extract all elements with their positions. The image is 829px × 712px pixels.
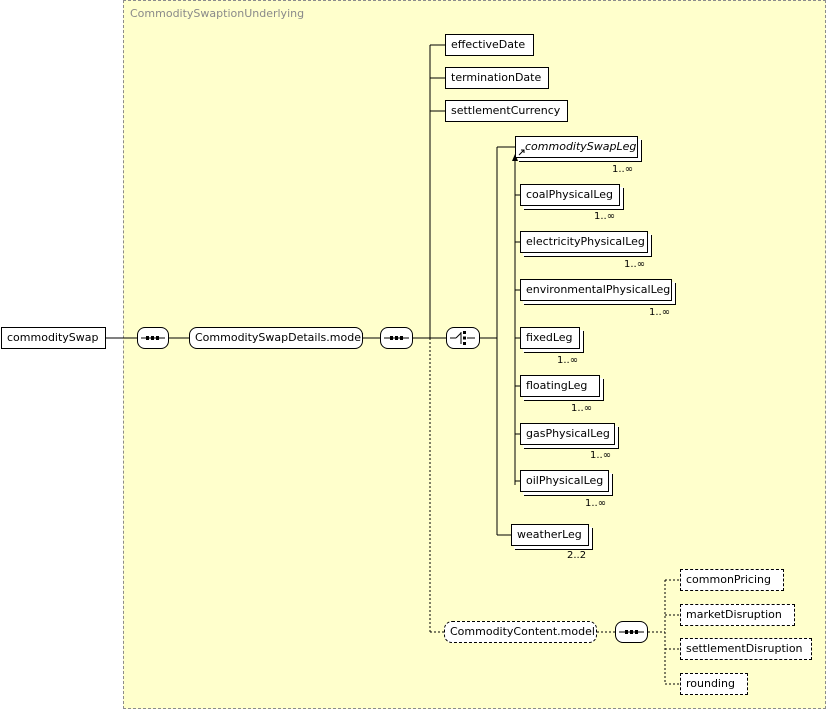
cardinality-label: 1..∞: [557, 355, 579, 366]
sequence-icon: [619, 630, 644, 634]
leg-label: commoditySwapLeg: [525, 140, 637, 153]
rounding-element[interactable]: rounding: [680, 673, 748, 695]
weather-leg-element[interactable]: weatherLeg: [511, 524, 589, 546]
gas-physical-leg-element[interactable]: gasPhysicalLeg: [520, 423, 615, 445]
cardinality-label: 2..2: [567, 550, 587, 561]
commodity-swap-leg-element[interactable]: commoditySwapLeg: [515, 136, 638, 158]
cardinality-label: 1..∞: [590, 450, 612, 461]
region-title: CommoditySwaptionUnderlying: [130, 7, 305, 20]
cardinality-label: 1..∞: [624, 259, 646, 270]
termination-date-element[interactable]: terminationDate: [445, 67, 549, 89]
effective-date-element[interactable]: effectiveDate: [445, 34, 534, 56]
oil-physical-leg-element[interactable]: oilPhysicalLeg: [520, 470, 609, 492]
cardinality-label: 1..∞: [594, 211, 616, 222]
sequence-compositor[interactable]: [137, 327, 169, 349]
sequence-icon: [384, 336, 409, 340]
model-sequence-compositor[interactable]: [380, 327, 413, 349]
sequence-icon: [141, 336, 165, 340]
coal-physical-leg-element[interactable]: coalPhysicalLeg: [520, 184, 620, 206]
electricity-physical-leg-element[interactable]: electricityPhysicalLeg: [520, 231, 648, 253]
commodity-swap-element[interactable]: commoditySwap: [1, 327, 106, 349]
abstract-arrow-icon: [518, 149, 525, 156]
cardinality-label: 1..∞: [585, 498, 607, 509]
commodity-swap-details-model-group[interactable]: CommoditySwapDetails.model: [189, 327, 364, 349]
settlement-currency-element[interactable]: settlementCurrency: [445, 100, 568, 122]
content-sequence-compositor[interactable]: [615, 621, 648, 643]
cardinality-label: 1..∞: [649, 307, 671, 318]
settlement-disruption-element[interactable]: settlementDisruption: [680, 638, 812, 660]
floating-leg-element[interactable]: floatingLeg: [520, 375, 600, 397]
cardinality-label: 1..∞: [571, 403, 593, 414]
commodity-content-model-group[interactable]: CommodityContent.model: [444, 621, 597, 643]
choice-icon: [450, 331, 475, 345]
fixed-leg-element[interactable]: fixedLeg: [520, 327, 580, 349]
choice-compositor[interactable]: [446, 327, 480, 349]
market-disruption-element[interactable]: marketDisruption: [680, 604, 795, 626]
environmental-physical-leg-element[interactable]: environmentalPhysicalLeg: [520, 279, 672, 301]
common-pricing-element[interactable]: commonPricing: [680, 569, 784, 591]
cardinality-label: 1..∞: [612, 164, 634, 175]
